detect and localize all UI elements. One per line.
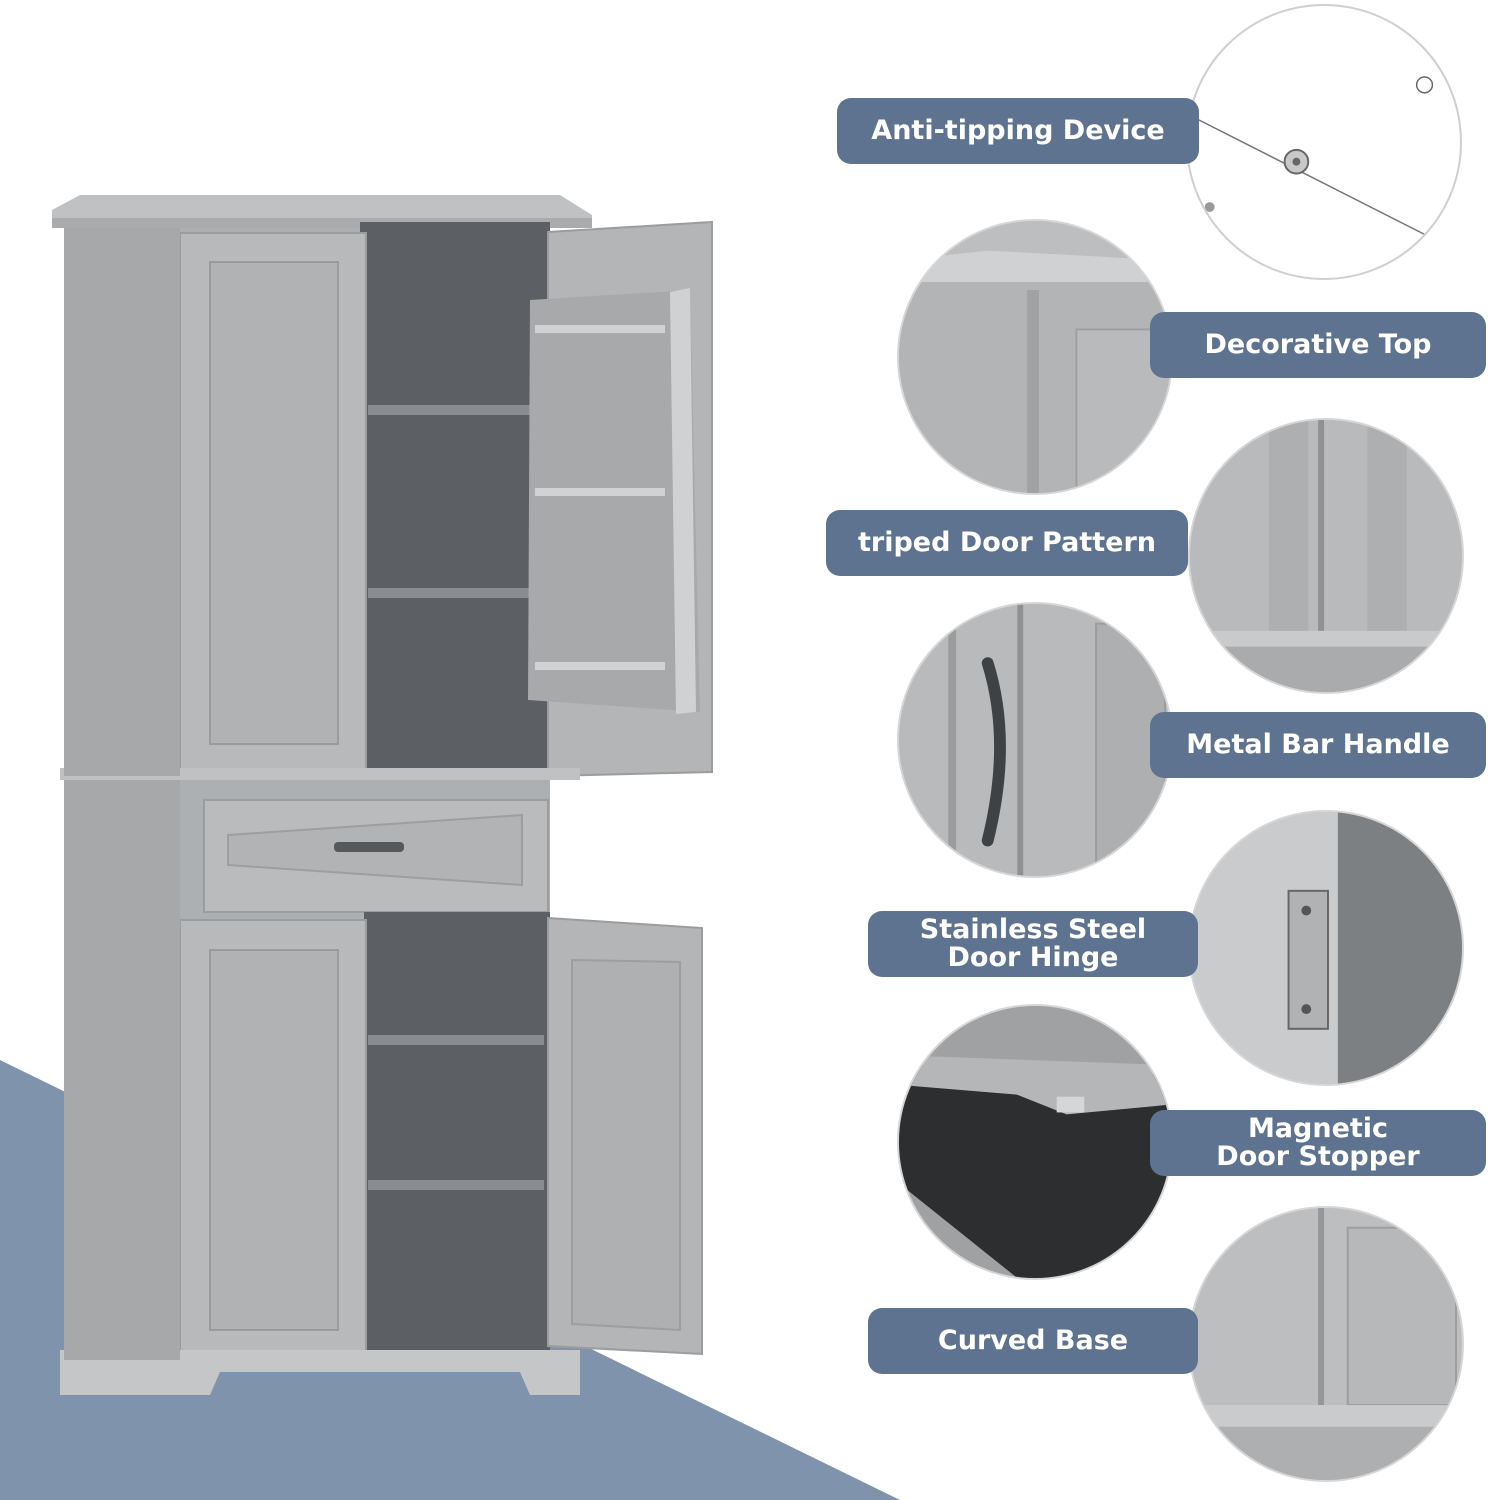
feature-text-line-2: Door Hinge: [947, 942, 1119, 973]
detail-striped-door: [1188, 418, 1464, 694]
detail-metal-handle: [897, 602, 1173, 878]
feature-text: triped Door Pattern: [857, 526, 1156, 558]
feature-text-line-2: Door Stopper: [1216, 1141, 1420, 1172]
feature-label-curved-base: Curved Base: [868, 1308, 1198, 1374]
feature-text: Metal Bar Handle: [1186, 728, 1450, 760]
detail-door-hinge: [1188, 810, 1464, 1086]
feature-text: Anti-tipping Device: [871, 114, 1165, 146]
detail-door-stopper: [897, 1004, 1173, 1280]
feature-text: Curved Base: [937, 1324, 1129, 1356]
cabinet-photo: [52, 195, 713, 1395]
detail-decorative-top: [897, 219, 1173, 495]
feature-text-line-1: Magnetic: [1247, 1112, 1389, 1144]
detail-anti-tipping: [1186, 4, 1462, 280]
feature-label-decorative-top: Decorative Top: [1150, 312, 1486, 378]
feature-text-line-1: Stainless Steel: [919, 913, 1147, 945]
detail-curved-base: [1188, 1206, 1464, 1482]
feature-label-anti-tipping: Anti-tipping Device: [837, 98, 1199, 164]
feature-label-door-stopper: Magnetic Door Stopper: [1150, 1110, 1486, 1176]
feature-text: Decorative Top: [1204, 328, 1432, 360]
feature-label-striped-door: triped Door Pattern: [826, 510, 1188, 576]
feature-label-door-hinge: Stainless Steel Door Hinge: [868, 911, 1198, 977]
feature-label-metal-handle: Metal Bar Handle: [1150, 712, 1486, 778]
